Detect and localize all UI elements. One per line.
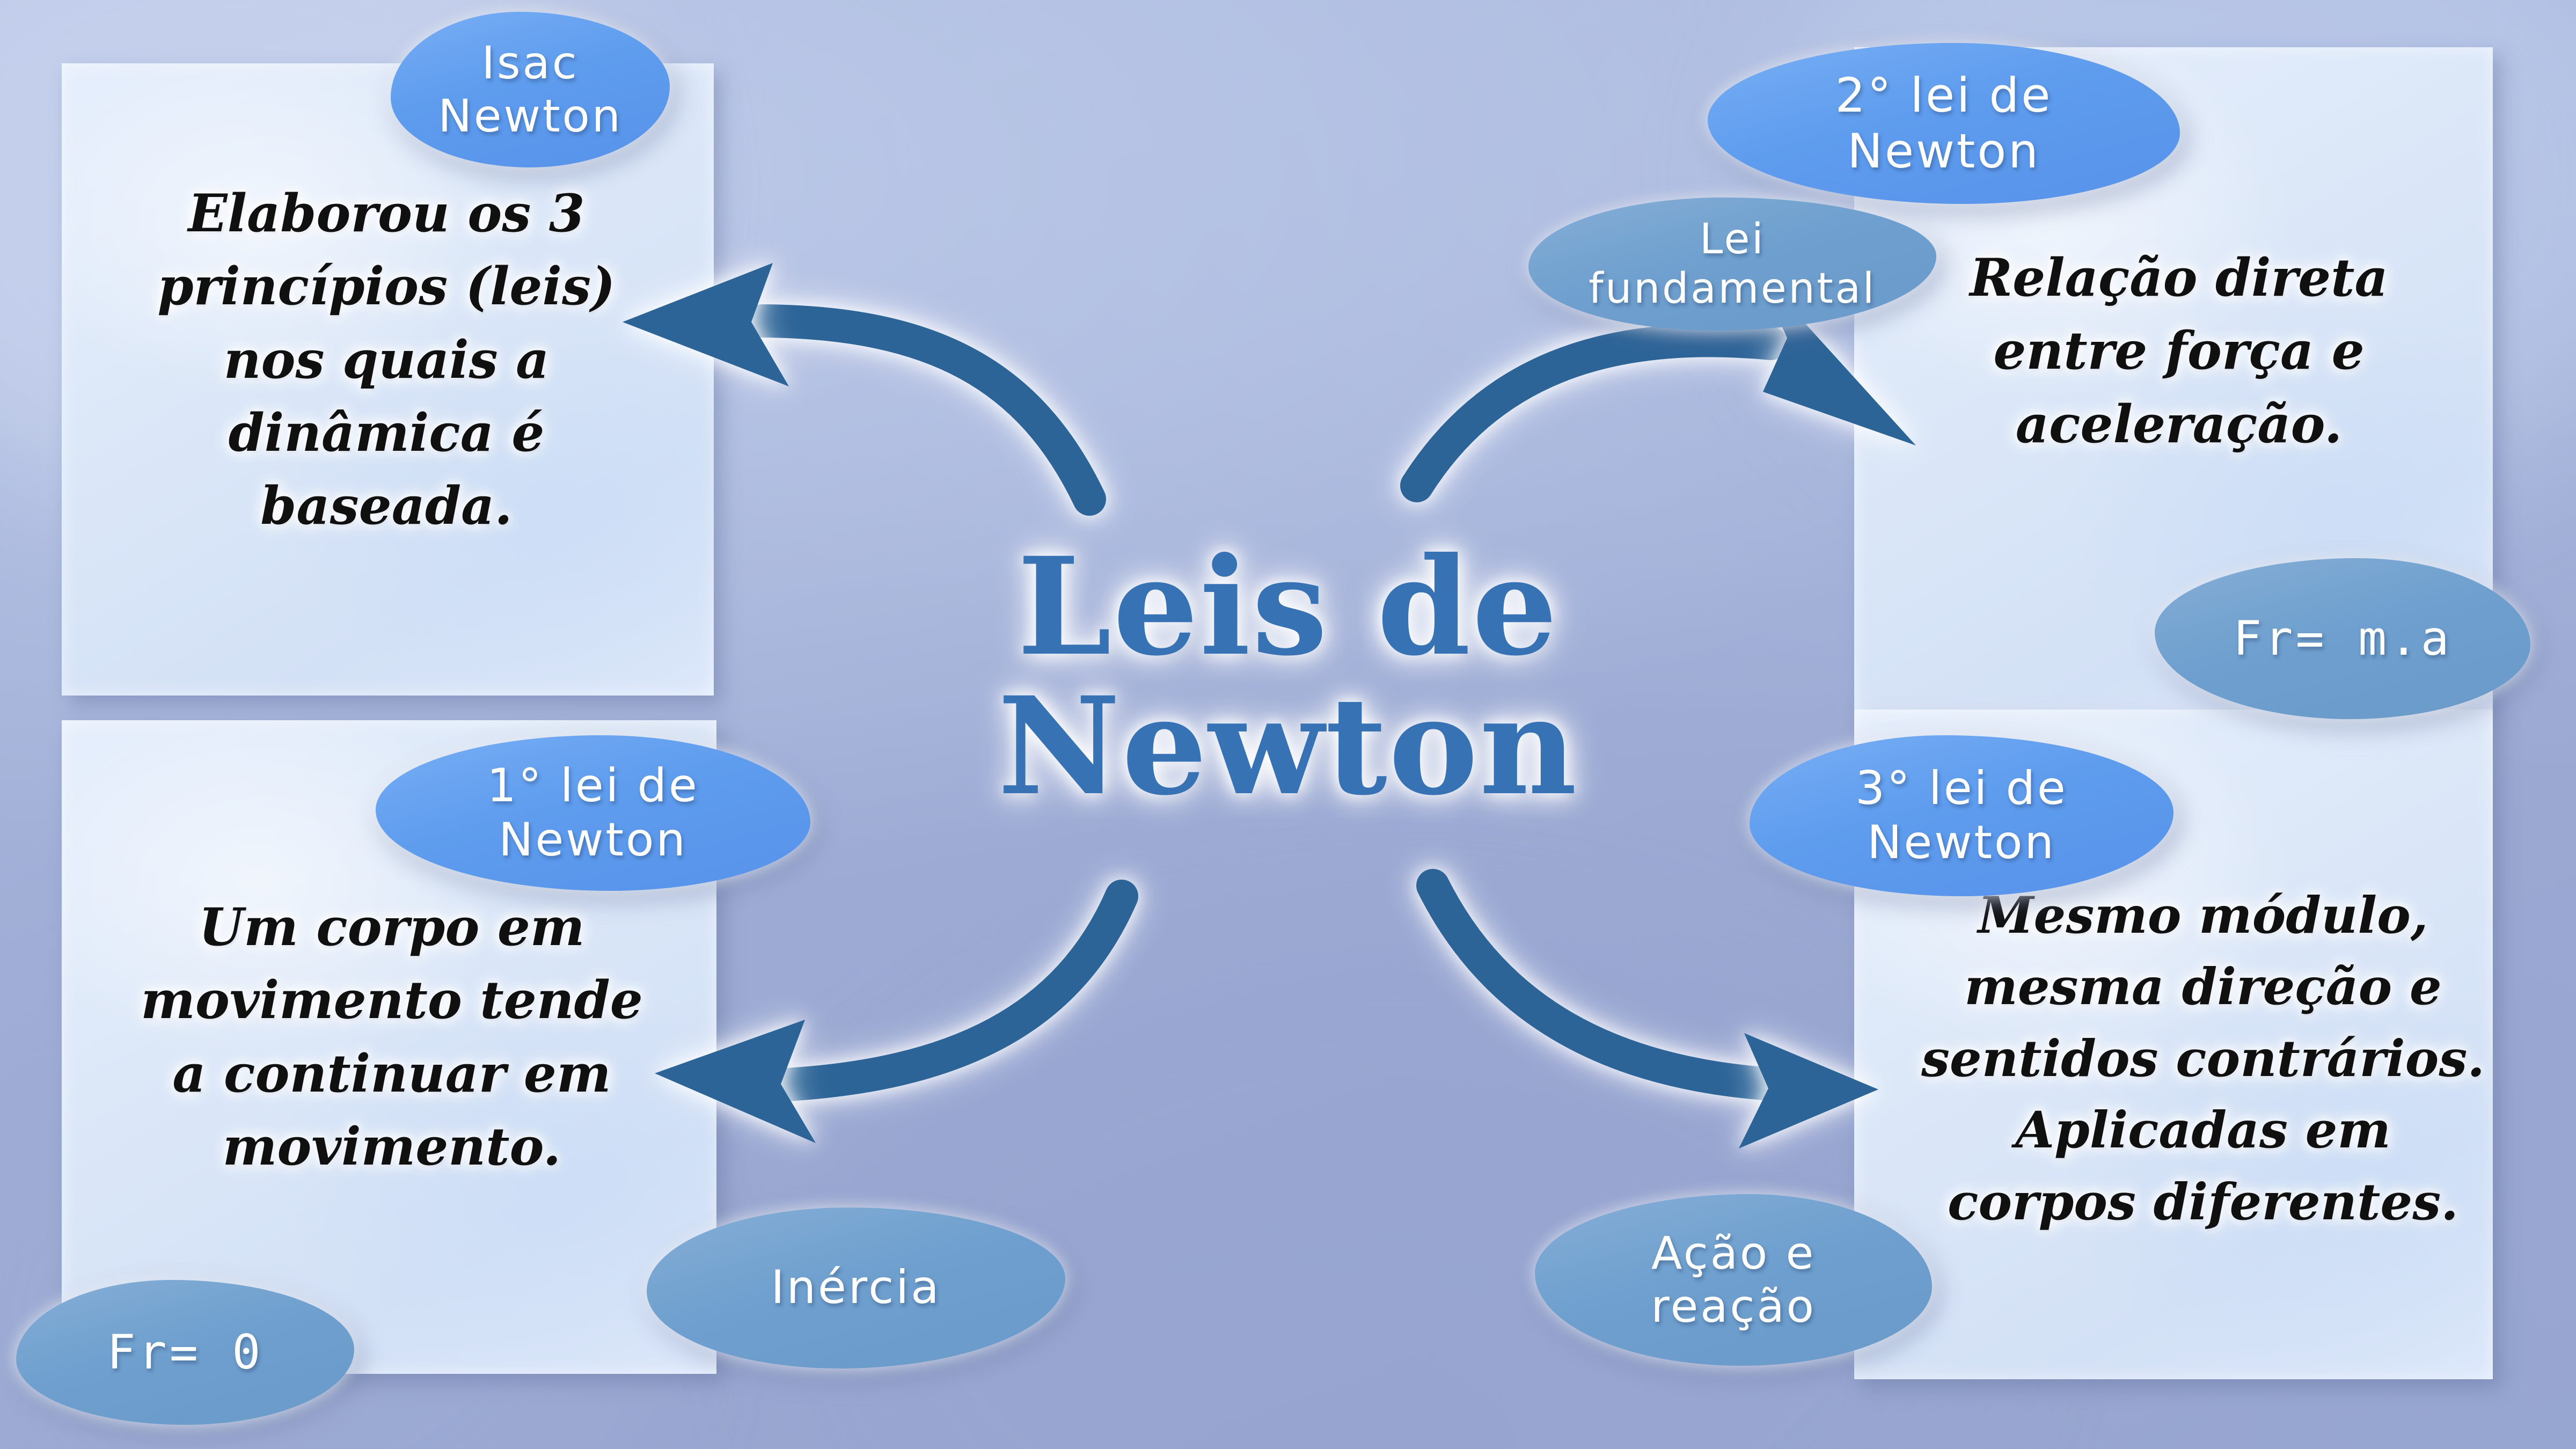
tag-primeira-lei-line-2: Newton (499, 813, 687, 867)
background-blob (805, 939, 1986, 1449)
subtag-lei-fundamental-line-1: Lei (1699, 215, 1766, 264)
subtag-acao-e-reacao[interactable]: Ação e reação (1535, 1194, 1932, 1366)
subtag-acao-reacao-line-2: reação (1651, 1280, 1816, 1333)
body-line: Elaborou os 3 (188, 183, 585, 244)
title-line-2: Newton (998, 667, 1578, 825)
body-line: dinâmica é (228, 402, 545, 463)
tag-terceira-lei-line-2: Newton (1867, 816, 2056, 869)
body-line: Mesmo módulo, (1978, 886, 2428, 945)
body-line: movimento. (222, 1116, 561, 1177)
tag-primeira-lei-newton[interactable]: 1° lei de Newton (376, 735, 810, 891)
tag-segunda-lei-newton[interactable]: 2° lei de Newton (1708, 43, 2180, 204)
tag-primeira-lei-line-1: 1° lei de (487, 758, 699, 813)
body-line: sentidos contrários. (1921, 1029, 2485, 1088)
tag-segunda-lei-line-1: 2° lei de (1835, 68, 2053, 123)
tag-terceira-lei-line-1: 3° lei de (1855, 761, 2068, 815)
formula-fr-zero[interactable]: Fr= 0 (16, 1280, 354, 1425)
body-line: nos quais a (223, 329, 550, 390)
body-line: princípios (leis) (157, 256, 616, 317)
arrow-to-bottom-right (1416, 869, 1878, 1148)
formula-fr-ma-text: Fr= m.a (2233, 611, 2452, 667)
body-line: Um corpo em (199, 897, 585, 957)
tag-isac-newton[interactable]: Isac Newton (391, 12, 670, 167)
body-top-right: Relação direta entre força e aceleração. (1911, 241, 2447, 461)
body-line: corpos diferentes. (1948, 1172, 2458, 1232)
body-line: entre força e (1993, 320, 2365, 382)
subtag-inercia-text: Inércia (771, 1261, 941, 1315)
tag-isac-newton-line-2: Newton (438, 90, 623, 142)
subtag-lei-fundamental[interactable]: Lei fundamental (1528, 197, 1936, 331)
body-line: aceleração. (2015, 393, 2343, 455)
body-bottom-left: Um corpo em movimento tende a continuar … (91, 891, 692, 1183)
body-line: Relação direta (1970, 247, 2388, 308)
tag-terceira-lei-newton[interactable]: 3° lei de Newton (1750, 735, 2174, 896)
subtag-lei-fundamental-line-2: fundamental (1589, 265, 1876, 313)
card-top-left (62, 63, 714, 696)
body-line: Aplicadas em (2015, 1101, 2391, 1160)
arrow-to-bottom-left (655, 880, 1138, 1143)
page-title: Leis de Newton (837, 537, 1739, 816)
subtag-inercia[interactable]: Inércia (647, 1208, 1065, 1368)
subtag-acao-reacao-line-1: Ação e (1651, 1226, 1816, 1279)
body-line: mesma direção e (1964, 957, 2442, 1017)
body-line: baseada. (260, 475, 513, 537)
formula-fr-ma[interactable]: Fr= m.a (2155, 558, 2530, 719)
tag-segunda-lei-line-2: Newton (1847, 123, 2040, 179)
tag-isac-newton-line-1: Isac (481, 36, 579, 89)
body-top-left: Elaborou os 3 princípios (leis) nos quai… (107, 177, 665, 543)
body-bottom-right: Mesmo módulo, mesma direção e sentidos c… (1878, 880, 2528, 1238)
body-line: movimento tende (141, 970, 643, 1031)
title-line-1: Leis de (1017, 528, 1559, 685)
formula-fr-zero-text: Fr= 0 (107, 1324, 264, 1380)
body-line: a continuar em (172, 1043, 611, 1104)
